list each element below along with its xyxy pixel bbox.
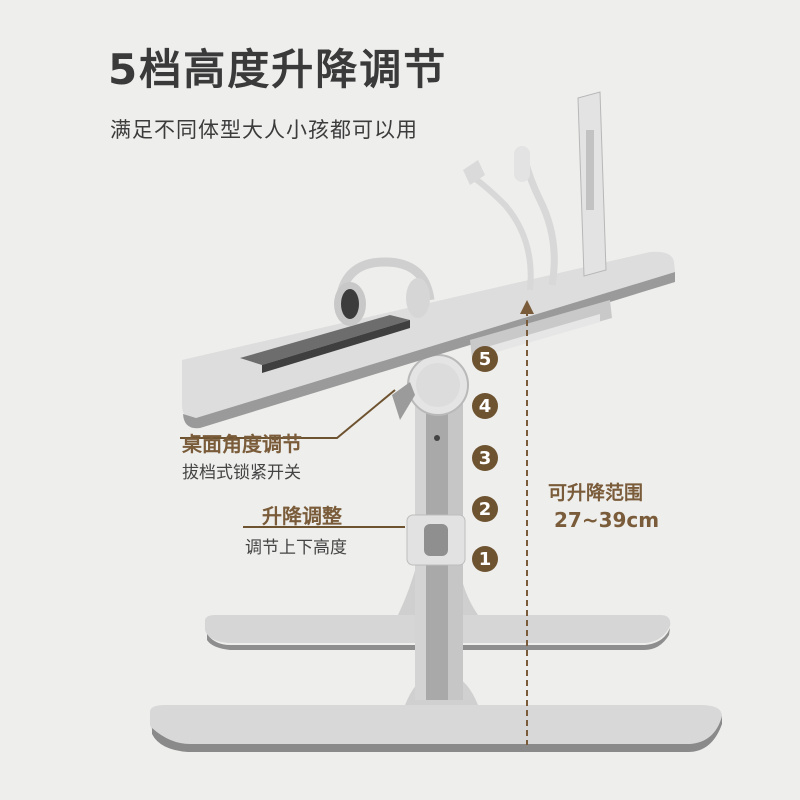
page-subtitle: 满足不同体型大人小孩都可以用 bbox=[110, 118, 418, 142]
level-badge-4: 4 bbox=[472, 393, 498, 419]
height-range-indicator bbox=[520, 300, 534, 745]
range-value: 27~39cm bbox=[554, 508, 660, 532]
level-badge-3: 3 bbox=[472, 445, 498, 471]
tilt-knob bbox=[392, 354, 469, 420]
tilt-callout-title: 桌面角度调节 bbox=[182, 432, 302, 456]
tilt-callout-desc: 拔档式锁紧开关 bbox=[182, 463, 301, 483]
range-title: 可升降范围 bbox=[548, 482, 644, 504]
usb-fan bbox=[463, 160, 534, 291]
level-badge-1: 1 bbox=[472, 546, 498, 572]
tilt-leader-line bbox=[180, 389, 396, 439]
page-title: 5档高度升降调节 bbox=[108, 45, 448, 94]
headphones bbox=[334, 257, 435, 326]
usb-lamp bbox=[514, 146, 558, 286]
lift-column bbox=[406, 395, 466, 700]
book bbox=[577, 91, 607, 277]
laptop bbox=[240, 315, 410, 373]
tabletop bbox=[182, 251, 675, 429]
level-badge-5: 5 bbox=[472, 346, 498, 372]
lift-callout-title: 升降调整 bbox=[262, 504, 342, 528]
lift-callout-desc: 调节上下高度 bbox=[245, 538, 347, 558]
level-badge-2: 2 bbox=[472, 496, 498, 522]
